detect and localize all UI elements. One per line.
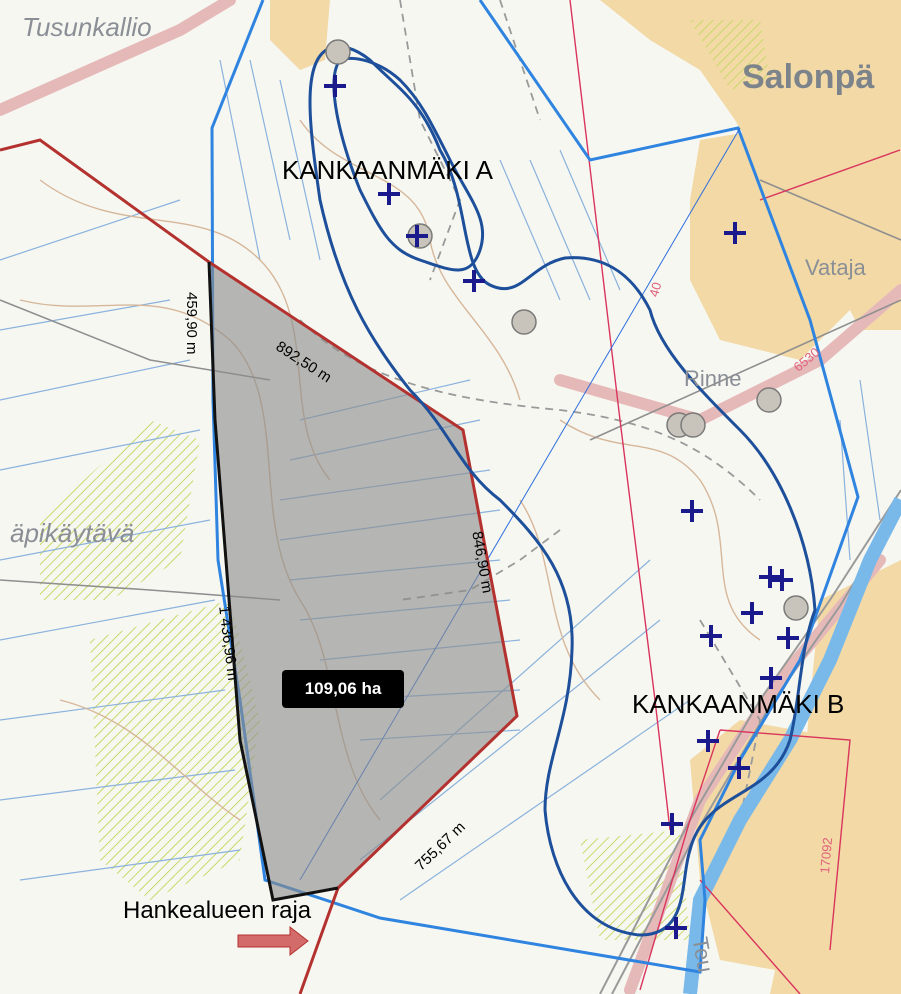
blue-cross-icon	[661, 813, 683, 835]
field-areas	[270, 0, 901, 994]
area-badge: 109,06 ha	[282, 670, 404, 708]
circle-markers	[325, 39, 809, 621]
road-number-17092: 17092	[817, 836, 836, 875]
place-label-tusunkallio: Tusunkallio	[22, 12, 152, 42]
grey-circle-icon	[783, 595, 809, 621]
hatched-areas	[40, 20, 770, 940]
blue-cross-icon	[759, 566, 781, 588]
legend-arrow-icon	[237, 925, 309, 957]
blue-cross-icon	[760, 667, 782, 689]
place-label-vataja: Vataja	[805, 255, 866, 280]
blue-cross-icon	[741, 602, 763, 624]
blue-cross-icon	[700, 625, 722, 647]
grey-circle-icon	[511, 309, 537, 335]
blue-cross-icon	[777, 627, 799, 649]
grey-circle-icon	[756, 387, 782, 413]
place-label-rinne: Rinne	[684, 366, 742, 391]
minor-roads	[0, 179, 901, 601]
blue-cross-icon	[378, 183, 400, 205]
blue-cross-icon	[665, 917, 687, 939]
site-boundary-outer	[308, 45, 817, 937]
area-polygon[interactable]	[209, 262, 517, 900]
cross-markers	[324, 75, 799, 939]
measurement-west-edge: 459,90 m	[183, 292, 200, 355]
blue-cross-icon	[406, 225, 428, 247]
place-label-apikaytava: äpikäytävä	[10, 518, 135, 548]
legend-label: Hankealueen raja	[123, 897, 312, 924]
project-boundary	[210, 0, 860, 974]
grey-circle-icon	[325, 39, 351, 65]
property-lines	[569, 0, 901, 994]
blue-cross-icon	[728, 757, 750, 779]
place-label-salonpaa: Salonpä	[742, 58, 875, 96]
grey-circle-icon	[680, 412, 706, 438]
site-boundary-inner	[332, 56, 485, 272]
blue-cross-icon	[324, 75, 346, 97]
blue-cross-icon	[463, 270, 485, 292]
polygon-west-edge	[207, 261, 339, 902]
blue-cross-icon	[697, 730, 719, 752]
blue-cross-icon	[681, 500, 703, 522]
site-label-kankaanmaki-b: KANKAANMÄKI B	[632, 689, 845, 719]
site-label-kankaanmaki-a: KANKAANMÄKI A	[282, 155, 493, 185]
blue-cross-icon	[724, 222, 746, 244]
blue-cross-icon	[771, 569, 793, 591]
